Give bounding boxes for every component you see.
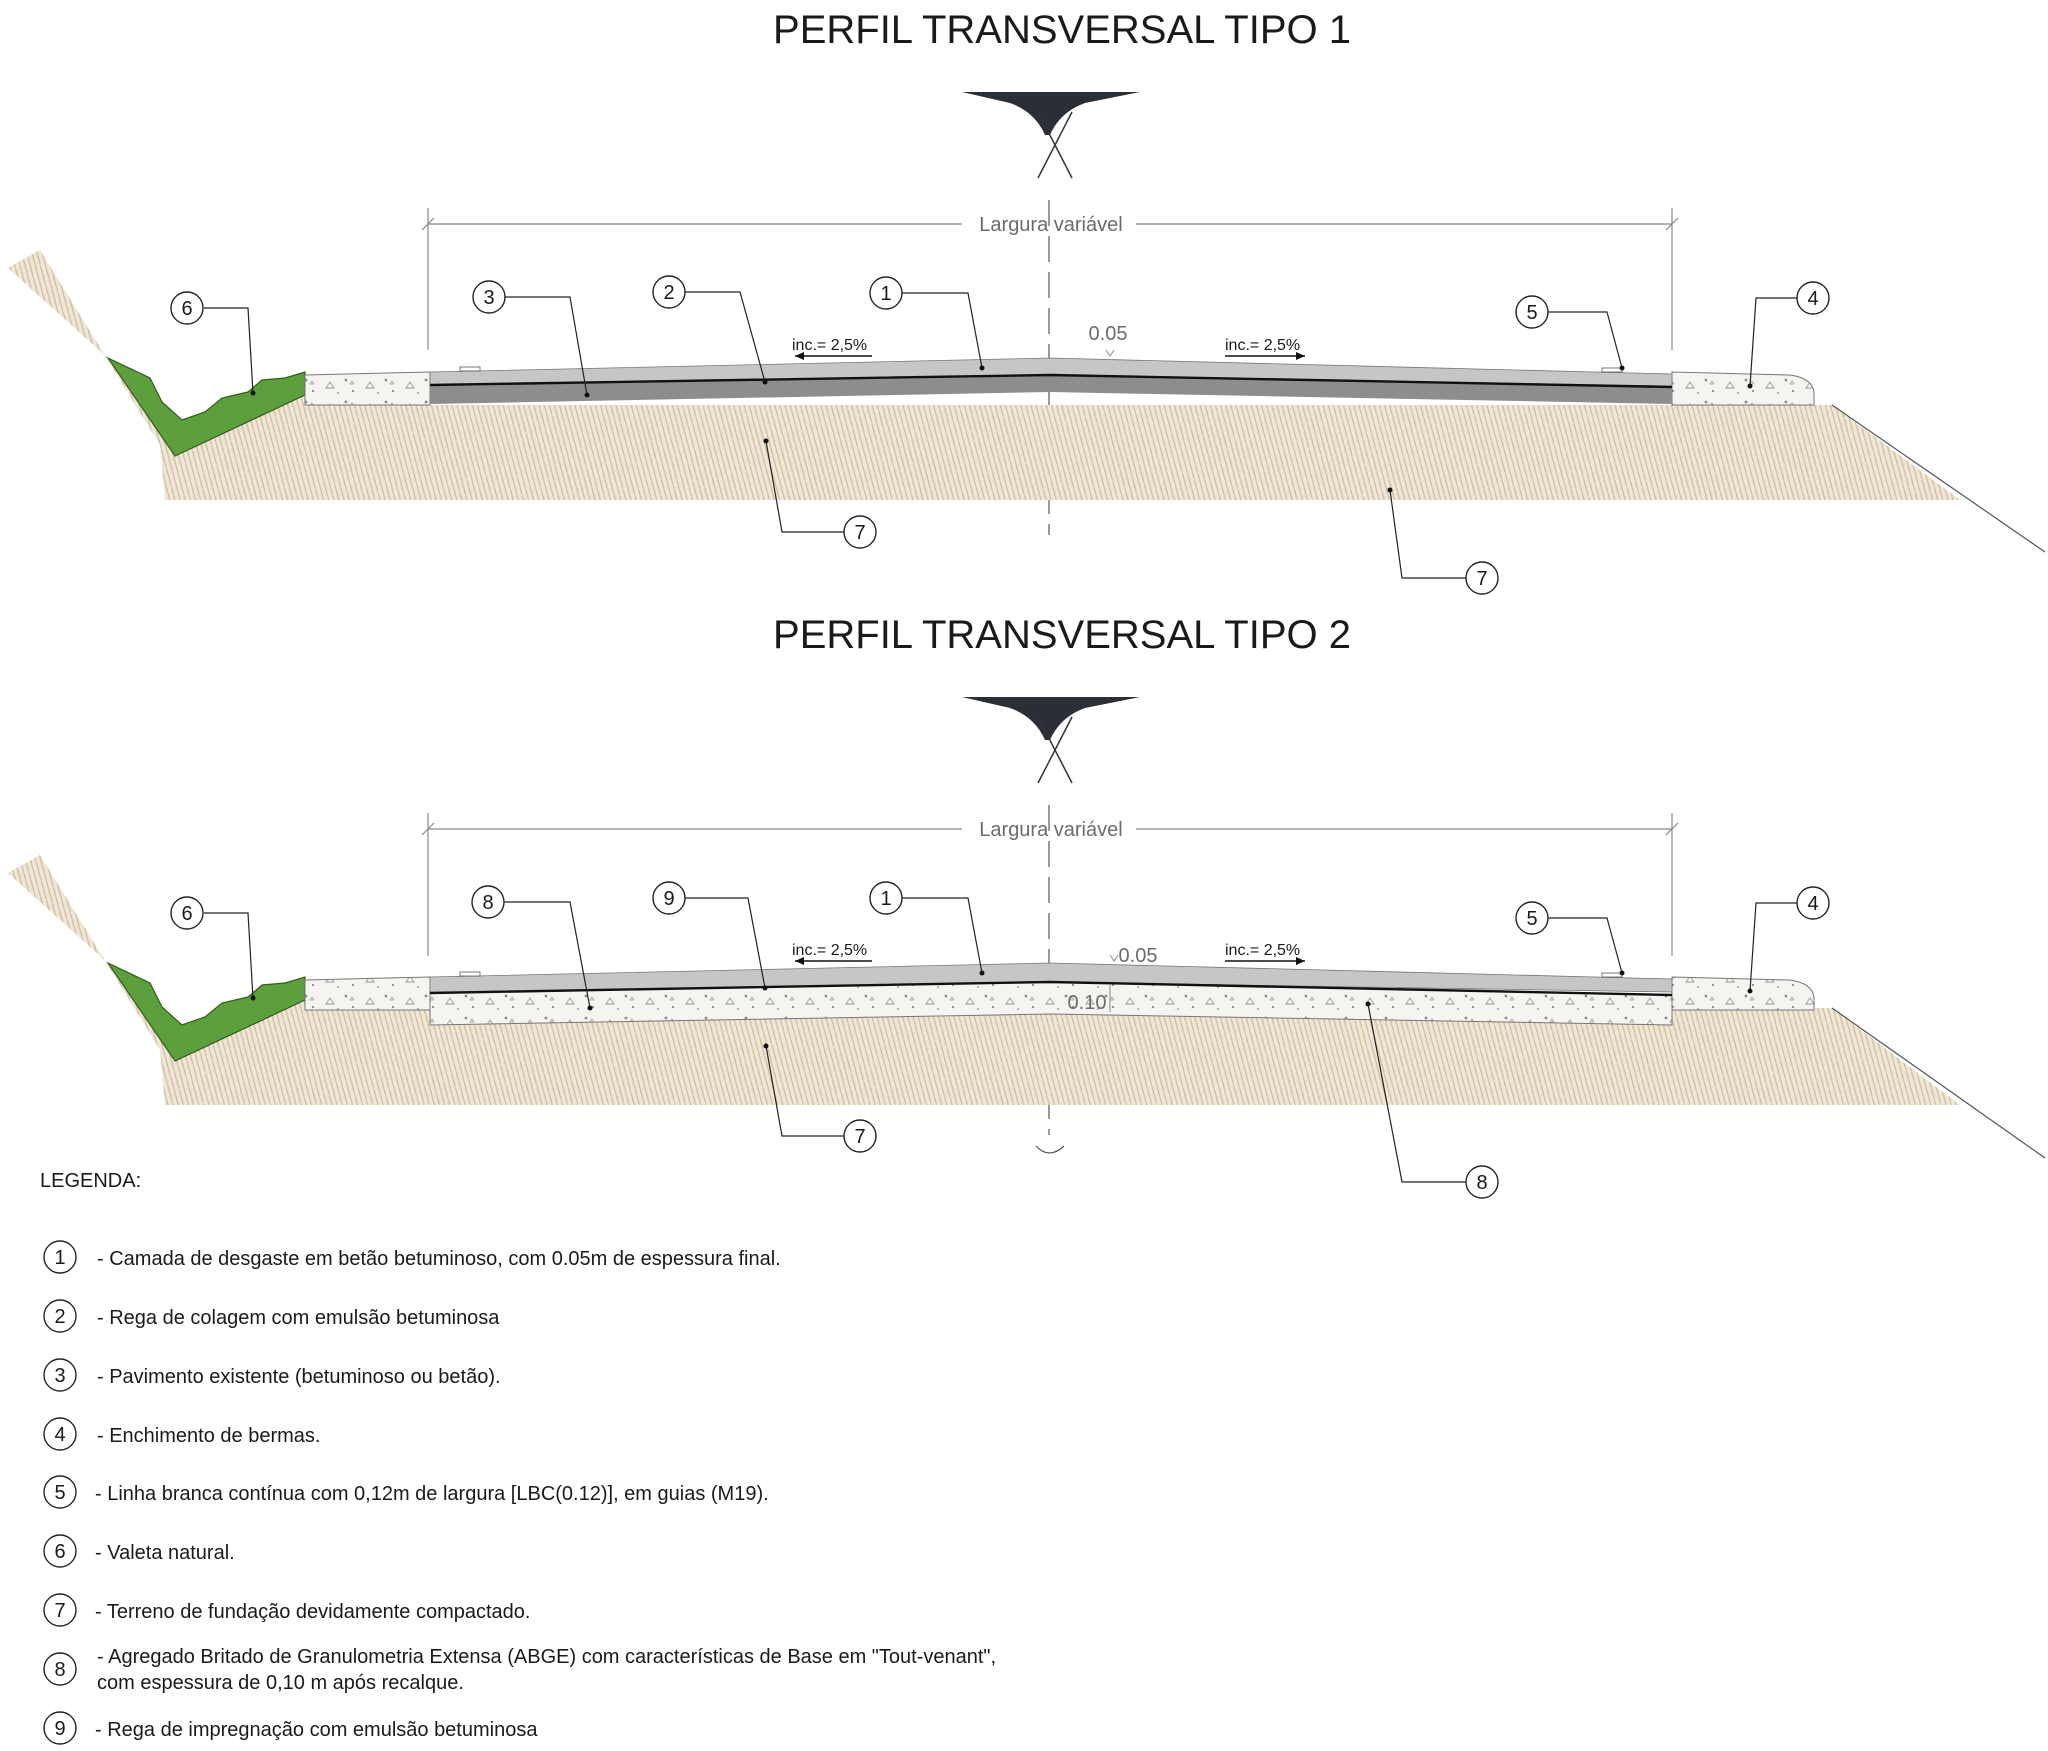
callout-3: 3: [472, 280, 590, 398]
legend-item-1: 1 - Camada de desgaste em betão betumino…: [43, 1240, 781, 1274]
callout-6: 6: [170, 896, 256, 1001]
cross-section-2: PERFIL TRANSVERSAL TIPO 2 Largura variáv…: [8, 613, 2046, 1199]
callout-4: 4: [1747, 886, 1830, 994]
svg-text:- Pavimento existente (betumin: - Pavimento existente (betuminoso ou bet…: [97, 1366, 501, 1388]
legend: LEGENDA: 1 - Camada de desgaste em betão…: [40, 1170, 996, 1745]
width-dimension: Largura variável: [421, 813, 1679, 956]
cross-section-1: PERFIL TRANSVERSAL TIPO 1 Largura variáv…: [8, 8, 2046, 595]
callout-7: 7: [763, 438, 877, 549]
legend-item-3: 3 - Pavimento existente (betuminoso ou b…: [43, 1358, 501, 1392]
legend-title: LEGENDA:: [40, 1170, 141, 1192]
subgrade-fill: [8, 250, 1960, 500]
svg-text:6: 6: [181, 298, 192, 320]
svg-text:- Rega de colagem com emulsão: - Rega de colagem com emulsão betuminosa: [97, 1307, 500, 1329]
callout-5: 5: [1515, 295, 1625, 371]
svg-text:4: 4: [1807, 288, 1818, 310]
svg-text:1: 1: [880, 283, 891, 305]
svg-text:4: 4: [54, 1424, 65, 1446]
svg-text:1: 1: [880, 888, 891, 910]
slope-right-label: inc.= 2,5%: [1225, 942, 1300, 959]
svg-text:8: 8: [1476, 1172, 1487, 1194]
callout-1: 1: [869, 276, 985, 371]
callout-7: 7: [1387, 487, 1499, 595]
svg-text:6: 6: [181, 903, 192, 925]
road-marking-left: [459, 366, 481, 372]
section-title: PERFIL TRANSVERSAL TIPO 2: [773, 613, 1351, 657]
callout-5: 5: [1515, 901, 1625, 976]
svg-text:- Agregado Britado de Granulom: - Agregado Britado de Granulometria Exte…: [97, 1646, 996, 1668]
svg-text:9: 9: [54, 1718, 65, 1740]
svg-text:7: 7: [54, 1600, 65, 1622]
road-marking-right: [1601, 972, 1623, 978]
road-marking-right: [1601, 367, 1623, 373]
svg-text:7: 7: [854, 1126, 865, 1148]
svg-text:3: 3: [483, 287, 494, 309]
shoulder-left: [304, 371, 431, 406]
slope-left-label: inc.= 2,5%: [792, 942, 867, 959]
svg-text:7: 7: [854, 522, 865, 544]
legend-item-7: 7 - Terreno de fundação devidamente comp…: [43, 1593, 530, 1627]
slope-left-label: inc.= 2,5%: [792, 337, 867, 354]
svg-text:8: 8: [482, 892, 493, 914]
callout-2: 2: [652, 275, 768, 385]
legend-item-5: 5 - Linha branca contínua com 0,12m de l…: [43, 1475, 769, 1509]
svg-text:5: 5: [1526, 302, 1537, 324]
existing-pavement: [430, 375, 1672, 404]
svg-text:- Camada de desgaste em betão: - Camada de desgaste em betão betuminoso…: [97, 1248, 781, 1270]
svg-text:5: 5: [1526, 908, 1537, 930]
base-thickness-label: 0.10: [1068, 992, 1107, 1014]
legend-item-4: 4 - Enchimento de bermas.: [43, 1417, 320, 1451]
svg-text:- Terreno de fundação devidame: - Terreno de fundação devidamente compac…: [95, 1601, 530, 1623]
road-marking-left: [459, 971, 481, 977]
callout-6: 6: [170, 291, 256, 396]
svg-text:2: 2: [54, 1306, 65, 1328]
width-label: Largura variável: [979, 214, 1122, 236]
svg-text:- Enchimento de bermas.: - Enchimento de bermas.: [97, 1425, 320, 1447]
shoulder-right: [1671, 371, 1815, 406]
width-dimension: Largura variável: [421, 208, 1679, 350]
svg-text:- Valeta natural.: - Valeta natural.: [95, 1542, 235, 1564]
callout-9: 9: [652, 881, 768, 991]
subgrade-fill: [8, 855, 1960, 1105]
svg-text:- Linha branca contínua com 0,: - Linha branca contínua com 0,12m de lar…: [95, 1483, 769, 1505]
shoulder-right: [1671, 976, 1815, 1011]
legend-item-6: 6 - Valeta natural.: [43, 1534, 235, 1568]
svg-text:8: 8: [54, 1659, 65, 1681]
svg-text:- Rega de impregnação com emul: - Rega de impregnação com emulsão betumi…: [95, 1719, 538, 1741]
callout-8: 8: [471, 885, 593, 1011]
svg-text:3: 3: [54, 1365, 65, 1387]
tack-coat-line: [429, 373, 1673, 389]
callout-4: 4: [1747, 281, 1830, 389]
legend-item-8: 8 - Agregado Britado de Granulometria Ex…: [43, 1646, 996, 1694]
shoulder-left: [304, 976, 431, 1011]
width-label: Largura variável: [979, 819, 1122, 841]
section-title: PERFIL TRANSVERSAL TIPO 1: [773, 8, 1351, 52]
svg-text:1: 1: [54, 1247, 65, 1269]
svg-text:9: 9: [663, 888, 674, 910]
callout-7: 7: [763, 1043, 877, 1153]
svg-text:4: 4: [1807, 893, 1818, 915]
callout-8: 8: [1365, 1001, 1499, 1199]
thickness-label: 0.05: [1089, 323, 1128, 345]
slope-right-label: inc.= 2,5%: [1225, 337, 1300, 354]
svg-text:7: 7: [1476, 568, 1487, 590]
callout-1: 1: [869, 881, 985, 976]
prime-coat-line: [429, 980, 1673, 997]
svg-text:2: 2: [663, 282, 674, 304]
legend-item-9: 9 - Rega de impregnação com emulsão betu…: [43, 1711, 538, 1745]
thickness-label: 0.05: [1119, 945, 1158, 967]
legend-item-2: 2 - Rega de colagem com emulsão betumino…: [43, 1299, 500, 1333]
svg-text:6: 6: [54, 1541, 65, 1563]
svg-text:com espessura de 0,10 m após r: com espessura de 0,10 m após recalque.: [97, 1672, 464, 1694]
svg-text:5: 5: [54, 1482, 65, 1504]
